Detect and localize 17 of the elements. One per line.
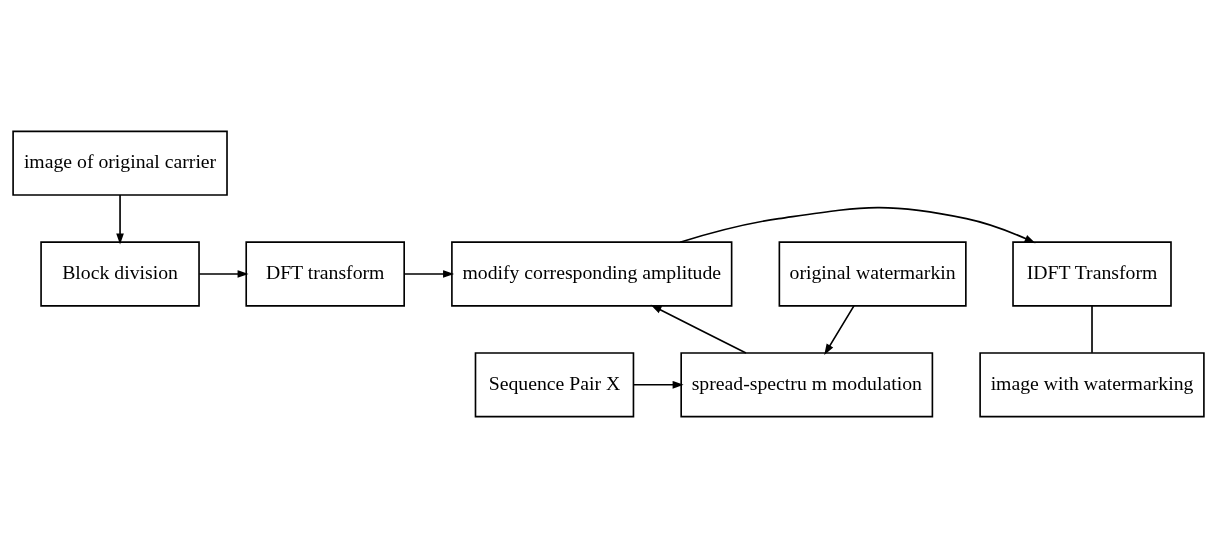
node-box: original watermarkin — [778, 241, 967, 307]
node-box: image with watermarking — [979, 352, 1205, 418]
node-box: DFT transform — [245, 241, 405, 307]
arrow — [116, 194, 124, 245]
arrow — [403, 270, 455, 278]
node-box: spread-spectru m modulation — [680, 352, 934, 418]
node-box: Block division — [40, 241, 200, 307]
node-box: image of original carrier — [12, 130, 228, 196]
arrow — [824, 305, 855, 355]
arrow — [679, 206, 1036, 244]
arrow — [650, 304, 747, 354]
connector — [1091, 305, 1093, 354]
node-box: Sequence Pair X — [474, 352, 635, 418]
arrow — [633, 380, 684, 389]
node-box: IDFT Transform — [1012, 241, 1172, 307]
arrow — [198, 270, 249, 278]
node-box: modify corresponding amplitude — [451, 241, 733, 307]
